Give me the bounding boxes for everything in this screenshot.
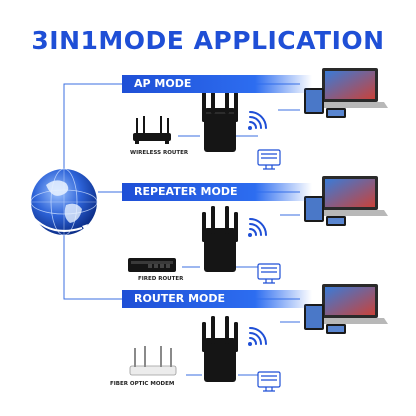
- tablet-icon: [304, 88, 324, 114]
- mode-label-ap: AP MODE: [122, 75, 312, 93]
- phone-icon: [326, 216, 346, 226]
- device-label-fired-router: FIRED ROUTER: [138, 276, 184, 282]
- phone-icon: [326, 108, 346, 118]
- wireless-router-icon: [133, 116, 171, 144]
- mode-label-router: ROUTER MODE: [122, 290, 312, 308]
- fiber-optic-modem-icon: [129, 346, 177, 376]
- phone-icon: [326, 324, 346, 334]
- laptop-icon: [312, 68, 388, 108]
- extender-router-icon: [202, 316, 238, 382]
- extender-ap-icon: [202, 86, 238, 152]
- extender-repeater-icon: [202, 206, 238, 272]
- desktop-pc-icon: [257, 149, 281, 170]
- wired-router-icon: [128, 258, 176, 272]
- device-label-fiber-optic-modem: FIBER OPTIC MODEM: [110, 381, 175, 387]
- wifi-icon: [248, 111, 267, 130]
- globe-icon: [29, 168, 98, 236]
- tablet-icon: [304, 304, 324, 330]
- tablet-icon: [304, 196, 324, 222]
- wifi-icon: [248, 327, 267, 346]
- line-router: [63, 226, 122, 300]
- laptop-icon: [312, 176, 388, 216]
- page-title: 3IN1MODE APPLICATION: [31, 26, 385, 55]
- device-label-wireless-router: WIRELESS ROUTER: [130, 150, 189, 156]
- mode-label-repeater: REPEATER MODE: [122, 183, 312, 201]
- wifi-icon: [248, 218, 267, 237]
- desktop-pc-icon: [257, 371, 281, 392]
- laptop-icon: [312, 284, 388, 324]
- line-ap: [63, 83, 122, 178]
- desktop-pc-icon: [257, 263, 281, 284]
